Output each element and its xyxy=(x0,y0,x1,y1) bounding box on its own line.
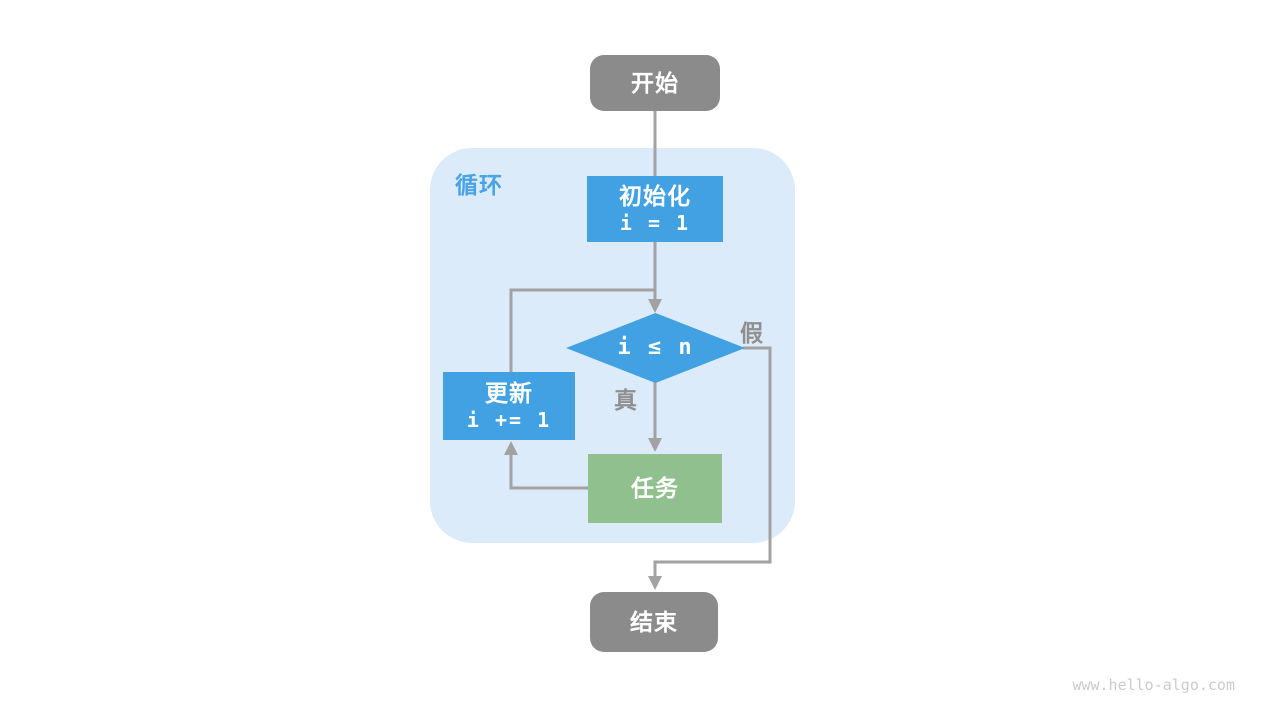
node-end-label: 结束 xyxy=(630,608,678,635)
edge-condition-false-to-end xyxy=(653,346,772,578)
node-initialize-code: i = 1 xyxy=(619,211,691,236)
arrowhead-into-task xyxy=(648,438,662,452)
node-initialize: 初始化 i = 1 xyxy=(587,176,723,242)
loop-container-label: 循环 xyxy=(455,172,503,198)
node-initialize-label: 初始化 xyxy=(619,182,691,209)
arrowhead-into-update xyxy=(504,441,518,455)
node-end: 结束 xyxy=(590,592,718,652)
node-task: 任务 xyxy=(588,454,722,523)
edge-task-to-update xyxy=(509,455,590,490)
node-update-label: 更新 xyxy=(485,379,533,406)
arrowhead-into-condition xyxy=(648,299,662,313)
node-start-label: 开始 xyxy=(631,69,679,96)
node-start: 开始 xyxy=(590,55,720,111)
node-task-label: 任务 xyxy=(631,475,679,502)
edge-label-false: 假 xyxy=(740,320,763,346)
watermark-text: www.hello-algo.com xyxy=(1072,676,1235,694)
node-update-code: i += 1 xyxy=(466,408,552,433)
arrowhead-into-end xyxy=(648,576,662,590)
node-condition-label: i ≤ n xyxy=(617,334,694,360)
edge-label-true: 真 xyxy=(614,387,637,413)
node-update: 更新 i += 1 xyxy=(443,372,575,440)
edge-update-to-condition xyxy=(509,288,655,374)
